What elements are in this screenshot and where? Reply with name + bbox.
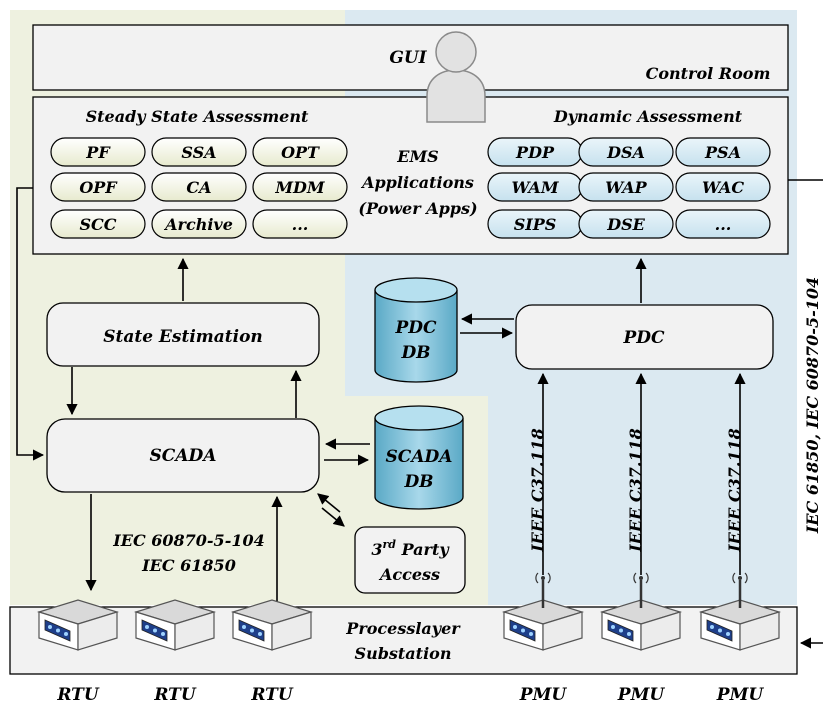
steady-app-pill-label: ... [292, 215, 309, 234]
scada-label: SCADA [150, 446, 217, 466]
pdc-db-label: DB [400, 343, 430, 363]
steady-app-pill: SSA [151, 137, 247, 167]
pdc-label: PDC [622, 328, 665, 348]
steady-state-title: Steady State Assessment [86, 107, 309, 126]
steady-app-pill-label: CA [186, 178, 211, 197]
steady-app-pill-label: Archive [163, 215, 233, 234]
pmu-label: PMU [617, 685, 666, 704]
dynamic-app-pill-label: WAC [702, 178, 744, 197]
pmu-link-label: IEEE C37.118 [626, 428, 645, 553]
scada-db-label: DB [403, 472, 433, 492]
steady-app-pill: PF [50, 137, 146, 167]
dynamic-app-pill: SIPS [487, 209, 583, 239]
scada-protocol-label: IEC 60870-5-104 [112, 531, 264, 550]
pmu-device: PMU [599, 572, 683, 704]
pdc-db-cylinder: PDC DB [374, 277, 458, 383]
ems-label-line: (Power Apps) [358, 199, 477, 218]
dynamic-app-pill-label: DSA [606, 143, 645, 162]
third-party-access: Access [378, 565, 440, 584]
ems-center-label: EMS Applications (Power Apps) [358, 147, 477, 218]
device-row: RTU RTU RTU PMU PMU PMU [36, 572, 782, 704]
dynamic-app-grid: PDP DSA PSA WAM WAP WAC SIPS DSE... [487, 137, 771, 239]
scada-db-label: SCADA [386, 447, 453, 467]
pmu-label: PMU [716, 685, 765, 704]
pmu-link-label: IEEE C37.118 [528, 428, 547, 553]
rtu-label: RTU [250, 685, 293, 704]
rtu-device: RTU [230, 599, 314, 704]
pmu-device: PMU [698, 572, 782, 704]
dynamic-app-pill: WAC [675, 172, 771, 202]
pmu-device: PMU [501, 572, 585, 704]
steady-app-pill: OPF [50, 172, 146, 202]
third-party-label: 3rd Party [371, 538, 450, 559]
control-room-title: Control Room [646, 64, 771, 83]
arrow-3rd-to-scada [317, 493, 341, 513]
pdc-db-label: PDC [394, 318, 437, 338]
dynamic-app-pill: PSA [675, 137, 771, 167]
state-estimation-label: State Estimation [103, 327, 263, 347]
dynamic-app-pill-label: ... [715, 215, 732, 234]
steady-app-pill: Archive [151, 209, 247, 239]
scada-box [46, 418, 320, 493]
scada-db-cylinder: SCADA DB [374, 405, 464, 510]
dynamic-app-pill-label: PSA [704, 143, 741, 162]
steady-app-pill-label: SCC [79, 215, 116, 234]
dynamic-app-pill-label: SIPS [514, 215, 557, 234]
steady-app-pill-label: OPT [281, 143, 320, 162]
gui-label: GUI [389, 48, 427, 68]
pmu-label: PMU [519, 685, 568, 704]
dynamic-app-pill: WAM [487, 172, 583, 202]
third-party-suffix: rd [382, 538, 396, 551]
dynamic-app-pill: ... [675, 209, 771, 239]
rtu-label: RTU [56, 685, 99, 704]
steady-app-pill: CA [151, 172, 247, 202]
rtu-label: RTU [153, 685, 196, 704]
state-estimation-box [46, 302, 320, 367]
dynamic-app-pill-label: WAM [511, 178, 559, 197]
dynamic-app-pill: DSA [578, 137, 674, 167]
dynamic-app-pill-label: DSE [606, 215, 645, 234]
substation-label: Substation [355, 644, 452, 663]
steady-app-pill: SCC [50, 209, 146, 239]
rtu-device: RTU [36, 599, 120, 704]
dynamic-app-pill-label: WAP [605, 178, 647, 197]
third-party-party: Party [401, 540, 451, 559]
steady-app-pill-label: OPF [79, 178, 118, 197]
steady-app-pill-label: PF [85, 143, 111, 162]
third-party-box [354, 526, 466, 594]
steady-app-pill-label: SSA [181, 143, 216, 162]
rtu-device: RTU [133, 599, 217, 704]
steady-app-pill: MDM [252, 172, 348, 202]
pdc-box [515, 304, 774, 370]
pmu-link-label: IEEE C37.118 [725, 428, 744, 553]
steady-app-pill: OPT [252, 137, 348, 167]
scada-protocol-label: IEC 61850 [141, 556, 236, 575]
ems-label-line: EMS [396, 147, 438, 166]
dynamic-app-pill: WAP [578, 172, 674, 202]
user-icon [426, 31, 486, 123]
side-protocol-label: IEC 61850, IEC 60870-5-104 [803, 277, 822, 534]
substation-label: Processlayer [345, 619, 461, 638]
dynamic-app-pill: DSE [578, 209, 674, 239]
third-party-number: 3 [371, 540, 382, 559]
arrow-scada-to-3rd [321, 507, 345, 527]
connectors [16, 179, 823, 649]
dynamic-assessment-title: Dynamic Assessment [553, 107, 743, 126]
arrow-ems-to-scada [16, 187, 45, 461]
dynamic-app-pill: PDP [487, 137, 583, 167]
steady-app-pill-label: MDM [274, 178, 326, 197]
dynamic-app-pill-label: PDP [515, 143, 555, 162]
ems-label-line: Applications [360, 173, 474, 192]
steady-app-grid: PF SSA OPT OPF CA MDM SCC Archive... [50, 137, 348, 239]
control-room-box [32, 24, 789, 91]
steady-app-pill: ... [252, 209, 348, 239]
